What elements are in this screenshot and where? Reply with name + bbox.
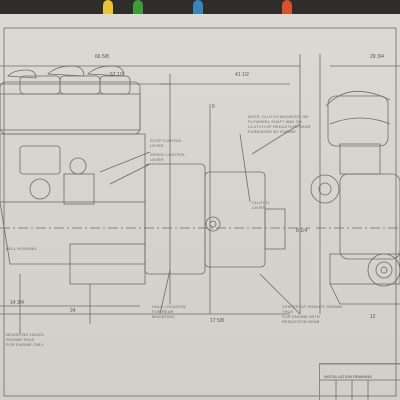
green-binder-clip [133,0,143,18]
dimension-label: 12 [370,314,376,320]
engine-line-drawing [0,27,400,400]
clutch-lever-label: CLUTCH LEVER [252,200,269,210]
title-block-name: INSTALLATION DRAWING [324,374,373,379]
blue-binder-clip [193,0,203,18]
yellow-binder-clip [103,0,113,18]
dimension-label: 41 1/2 [235,72,249,78]
dimension-label: 57 1/2 [110,72,124,78]
bell-housing-label: BELL HOUSING [6,246,37,251]
rear-mounting-label: HOLE LOCATION FOR REAR MOUNTING [152,304,186,319]
dimension-label: 8 1/4 [296,228,308,234]
center-of-gravity-label: CENTER OF GRAVITY SHOWN THUS FOR ENGINE … [282,304,343,324]
drawing-sheet: STOP CONTROL LEVER SPEED CONTROL LEVER N… [0,14,400,400]
dimension-label: 6 [212,104,215,110]
dimension-label: 66 5/8 [95,54,109,60]
mounting-holes-label: MOUNTING HOLES SHOWN THUS FOR ENGINE ONL… [6,332,45,347]
dimension-label: 14 3/4 [10,300,24,306]
stop-control-label: STOP CONTROL LEVER [150,138,183,148]
orange-binder-clip [282,0,292,18]
speed-control-label: SPEED CONTROL LEVER [150,152,186,162]
clutch-note-label: NOTE: CLUTCH MOUNTED ON FLYWHEEL SHAFT A… [248,114,311,134]
title-block: INSTALLATION DRAWING [319,363,400,400]
dimension-label: 24 [70,308,76,314]
dimension-label: 29 3/4 [370,54,384,60]
dimension-label: 17 5/8 [210,318,224,324]
